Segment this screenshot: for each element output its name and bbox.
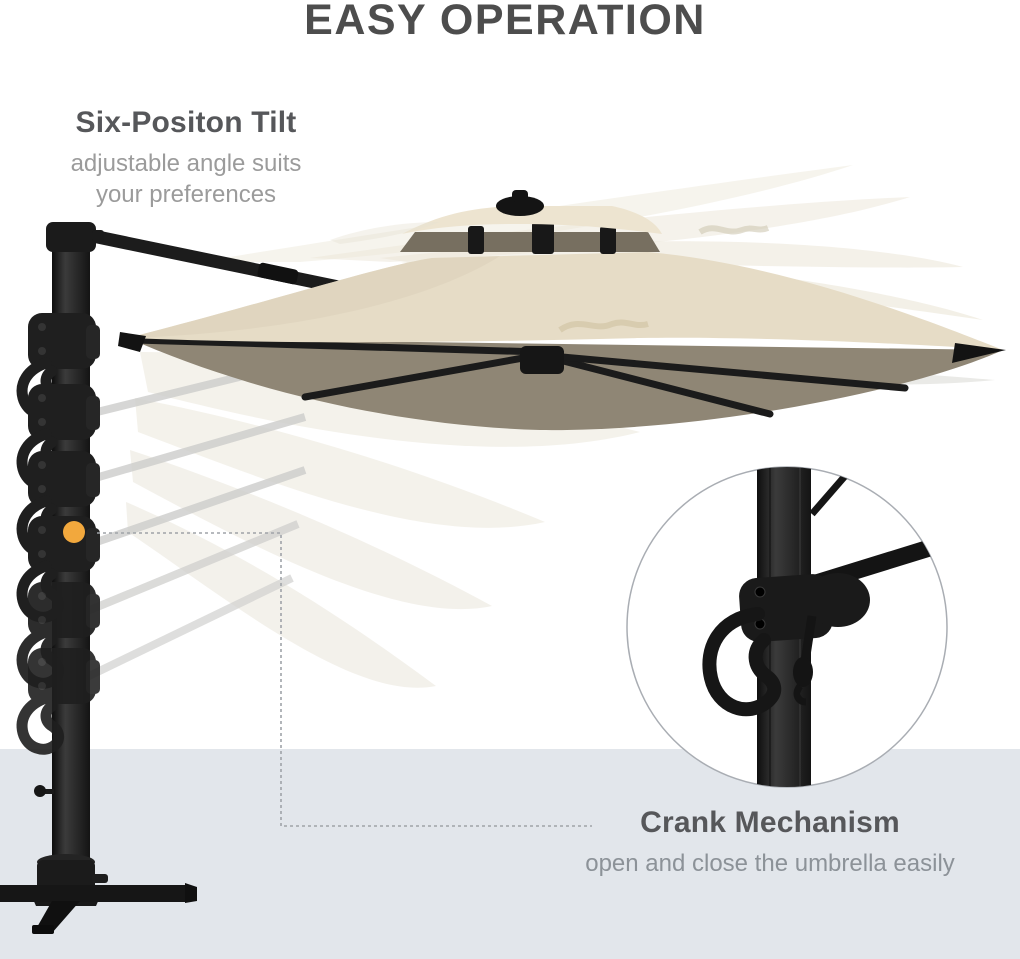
finial: [496, 196, 544, 216]
feature-tilt-line1: adjustable angle suits: [70, 150, 302, 177]
vent-shadow: [400, 232, 660, 252]
canopy-top-vent: [330, 190, 662, 254]
canopy-top: [128, 252, 1003, 350]
base-cross-leg: [0, 885, 190, 902]
ghost-canopy: [126, 502, 436, 688]
feature-tilt: Six-Positon Tilt adjustable angle suits …: [16, 106, 356, 210]
crank-closeup-scene: [702, 467, 947, 787]
feature-tilt-line2: your preferences: [95, 181, 277, 208]
vent-canopy: [402, 206, 662, 234]
feature-tilt-heading: Six-Positon Tilt: [75, 106, 297, 139]
pole-top-cap: [46, 222, 96, 252]
bottom-gray-band: [0, 749, 1020, 959]
rib-tip: [952, 343, 1006, 363]
ghost-canopy: [135, 398, 545, 528]
feature-crank-body: open and close the umbrella easily: [585, 850, 955, 877]
feature-crank-heading: Crank Mechanism: [640, 806, 900, 839]
canopy-strap: [558, 319, 649, 333]
main-canopy: [118, 252, 1006, 431]
ghost-canopy: [130, 450, 492, 610]
canopy-shade: [128, 256, 500, 338]
crank-knob: [793, 657, 813, 687]
vent-struts: [468, 222, 616, 254]
pole-knob: [34, 785, 54, 797]
crank-handle: [702, 607, 782, 717]
canopy-underside: [128, 338, 1003, 431]
ghost-arm: [83, 413, 307, 485]
selected-position-dot: [63, 521, 85, 543]
canopy-ribs: [131, 336, 909, 418]
ghost-arm: [83, 574, 294, 682]
ghost-arm: [83, 520, 300, 616]
finial-cap: [512, 190, 528, 202]
crank-closeup-callout: [626, 466, 948, 788]
tilt-positions: [22, 313, 100, 749]
crank-knob-arm: [800, 615, 817, 663]
canopy-strap: [698, 225, 770, 235]
ghost-vent: [330, 222, 440, 244]
callout-connector-line: [97, 532, 592, 827]
arm-joint: [257, 262, 299, 285]
canopy-hub: [520, 346, 564, 374]
umbrella-base: [0, 854, 197, 934]
rib-tip: [118, 332, 146, 352]
feature-crank: Crank Mechanism open and close the umbre…: [520, 806, 1020, 879]
page-title: EASY OPERATION: [304, 0, 706, 44]
